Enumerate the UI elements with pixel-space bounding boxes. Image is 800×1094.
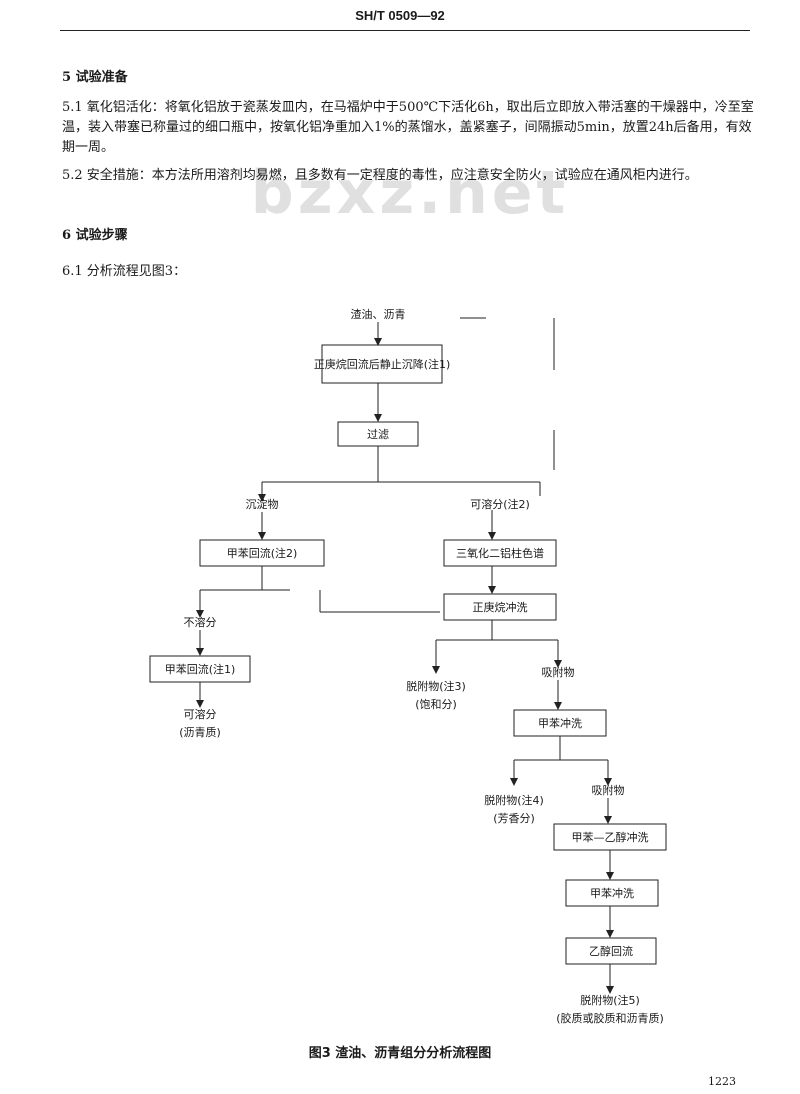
node-eluate2-note: (芳香分): [493, 811, 535, 825]
node-asphaltene-note: (沥青质): [179, 726, 221, 739]
node-asphaltene-label: 可溶分: [184, 707, 217, 721]
section-5-2-paragraph: 5.2 安全措施：本方法所用溶剂均易燃，且多数有一定程度的毒性，应注意安全防火，…: [62, 168, 698, 183]
node-heptane-elute: 正庚烷冲洗: [473, 600, 528, 614]
node-benzene-reflux: 甲苯回流(注1): [165, 662, 236, 676]
node-toluene-wash: 甲苯冲洗: [590, 886, 634, 900]
figure-caption: 图3 渣油、沥青组分分析流程图: [308, 1046, 492, 1061]
header-rule: [60, 30, 750, 31]
ethanol-reflux-box: [565, 937, 657, 965]
node-eluate3-note: (胶质或胶质和沥青质): [556, 1011, 664, 1025]
section-5-1-paragraph: 5.1 氧化铝活化：将氧化铝放于瓷蒸发皿内，在马福炉中于500℃下活化6h，取出…: [62, 100, 754, 155]
node-eluate1-label: 脱附物(注3): [406, 679, 466, 693]
toluene-wash-box: [565, 879, 659, 907]
standard-number: SH/T 0509—92: [355, 8, 445, 23]
node-precipitate: 沉淀物: [246, 497, 279, 511]
section-6-1-text: 6.1 分析流程见图3：: [62, 264, 187, 279]
node-toluene-elute: 甲苯冲洗: [538, 716, 582, 730]
node-adsorbed2: 吸附物: [592, 783, 625, 797]
page-number: 1223: [708, 1075, 736, 1088]
node-insoluble: 不溶分: [184, 615, 217, 629]
node-eluate2-label: 脱附物(注4): [484, 793, 544, 807]
n-heptane-box: [321, 344, 443, 384]
node-soluble: 可溶分(注2): [470, 497, 530, 511]
node-eluate1-note: (饱和分): [415, 697, 457, 711]
section-5-heading: 5 试验准备: [62, 70, 128, 85]
heptane-elute-box: [443, 593, 557, 621]
node-adsorbed1: 吸附物: [542, 665, 575, 679]
node-eluate3-label: 脱附物(注5): [580, 993, 640, 1007]
section-6-heading: 6 试验步骤: [62, 228, 128, 243]
node-toluene-reflux: 甲苯回流(注2): [227, 546, 298, 560]
node-toluene-ethanol: 甲苯—乙醇冲洗: [572, 830, 649, 844]
node-alumina-column: 三氧化二铝柱色谱: [456, 546, 544, 560]
node-start: 渣油、沥青: [351, 307, 406, 321]
alumina-column-box: [443, 539, 557, 567]
node-ethanol-reflux: 乙醇回流: [589, 944, 633, 958]
node-filter: 过滤: [367, 428, 389, 441]
watermark: bzxz.net: [250, 158, 570, 228]
node-n-heptane: 正庚烷回流后静止沉降(注1): [314, 357, 451, 371]
